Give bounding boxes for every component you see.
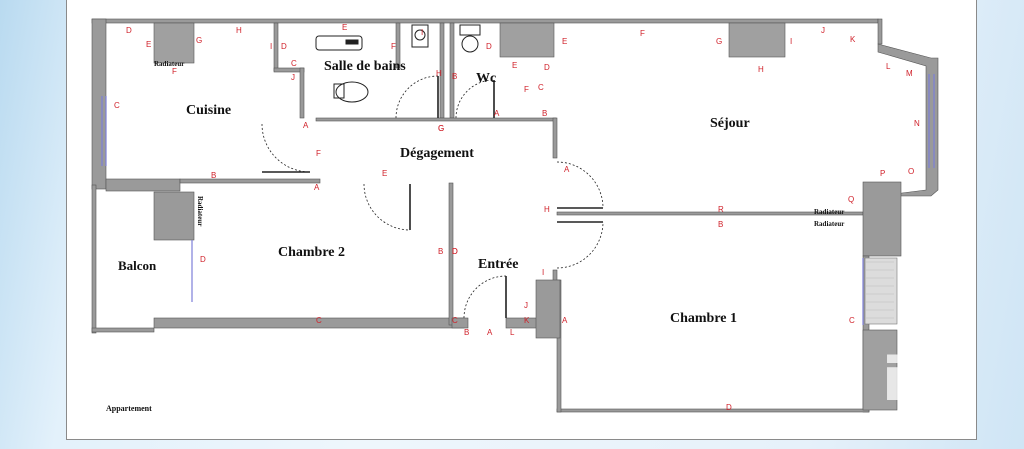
wall-markers-chambre2: B D C — [316, 247, 458, 325]
room-sejour: Séjour — [710, 116, 750, 131]
windows — [101, 74, 935, 325]
marker-sdb-e: E — [342, 23, 347, 32]
marker-entree-j: J — [524, 301, 528, 310]
marker-ch1-d: D — [726, 403, 732, 412]
radiator-label-sejour: Radiateur — [814, 208, 844, 216]
marker-deg-e: E — [382, 169, 387, 178]
plan-caption: Appartement — [106, 404, 152, 413]
marker-sdb-c: C — [291, 59, 297, 68]
room-cuisine: Cuisine — [186, 103, 231, 118]
marker-cuisine-b: B — [211, 171, 216, 180]
marker-sejour-n: N — [914, 119, 920, 128]
marker-cuisine-h: H — [236, 26, 242, 35]
marker-entree-c: C — [452, 316, 458, 325]
marker-entree-a: A — [487, 328, 493, 337]
marker-sejour-f: F — [640, 29, 645, 38]
marker-cuisine-e: E — [146, 40, 151, 49]
wall-markers-wc: D E D B F C A B G — [438, 42, 550, 133]
room-chambre1: Chambre 1 — [670, 311, 737, 326]
watermark-logo: i — [882, 345, 903, 415]
wall-markers-chambre1: B A C D — [562, 220, 855, 412]
room-salle-de-bains: Salle de bains — [324, 59, 406, 74]
marker-sejour-k: K — [850, 35, 856, 44]
radiator-labels: Radiateur Radiateur Radiateur Radiateur — [154, 60, 844, 228]
marker-sejour-j: J — [821, 26, 825, 35]
radiator-label-cuisine: Radiateur — [154, 60, 184, 68]
marker-ch1-b: B — [718, 220, 723, 229]
walls — [91, 18, 939, 413]
doors — [261, 75, 604, 319]
marker-sdb-h: H — [436, 69, 442, 78]
marker-cuisine-d: D — [126, 26, 132, 35]
marker-entree-k: K — [524, 316, 530, 325]
marker-cuisine-a: A — [303, 121, 309, 130]
marker-wc-b: B — [452, 72, 457, 81]
marker-ch2-d: D — [452, 247, 458, 256]
room-balcon: Balcon — [118, 258, 157, 273]
marker-entree-i: I — [542, 268, 544, 277]
room-wc: Wc — [476, 71, 496, 86]
marker-sejour-e: E — [562, 37, 567, 46]
marker-wc-f: F — [524, 85, 529, 94]
radiator-label-chambre2: Radiateur — [196, 196, 204, 226]
marker-entree-d: D — [452, 247, 458, 256]
hatched-wall — [864, 257, 898, 325]
marker-wc-g: G — [438, 124, 444, 133]
marker-wc-b2: B — [542, 109, 547, 118]
marker-entree-h: H — [544, 205, 550, 214]
marker-sejour-l: L — [886, 62, 891, 71]
marker-cuisine-f: F — [172, 67, 177, 76]
marker-wc-d: D — [486, 42, 492, 51]
wall-markers-cuisine: D E G H F I C B A — [114, 26, 309, 180]
wall-markers-sejour: E F G I J K H L M N O P Q R — [562, 26, 920, 214]
marker-sejour-g: G — [716, 37, 722, 46]
room-labels: Cuisine Salle de bains Wc Séjour Dégagem… — [118, 59, 750, 326]
marker-cuisine-i: I — [270, 42, 272, 51]
marker-sdb-f: F — [391, 42, 396, 51]
marker-ch1-a: A — [562, 316, 568, 325]
marker-balcon-d: D — [200, 255, 206, 264]
wall-markers-degagement: F E A G A — [314, 124, 570, 192]
marker-wc-c: C — [538, 83, 544, 92]
wall-markers-balcon: D — [200, 255, 206, 264]
marker-sdb-i: I — [421, 28, 423, 37]
marker-deg-a: A — [314, 183, 320, 192]
marker-ch1-c: C — [849, 316, 855, 325]
marker-sejour-o: O — [908, 167, 914, 176]
marker-cuisine-c: C — [114, 101, 120, 110]
marker-deg-a2: A — [564, 165, 570, 174]
fixtures — [315, 24, 481, 103]
marker-sdb-j: J — [291, 73, 295, 82]
room-chambre2: Chambre 2 — [278, 245, 345, 260]
marker-entree-b: B — [464, 328, 469, 337]
plan-sheet — [66, 0, 977, 440]
marker-sdb-d: D — [281, 42, 287, 51]
wall-markers-salle-de-bains: E D F C J H I — [281, 23, 442, 82]
door-leaves — [262, 76, 603, 318]
wall-markers-entree: D H I J K L A B C — [452, 205, 550, 337]
marker-ch2-b: B — [438, 247, 443, 256]
floor-plan: Cuisine Salle de bains Wc Séjour Dégagem… — [91, 18, 939, 413]
room-degagement: Dégagement — [400, 146, 474, 161]
marker-sejour-i: I — [790, 37, 792, 46]
marker-ch2-c: C — [316, 316, 322, 325]
room-entree: Entrée — [478, 257, 518, 272]
marker-sejour-r: R — [718, 205, 724, 214]
marker-wc-e: E — [512, 61, 517, 70]
marker-sejour-m: M — [906, 69, 913, 78]
marker-sejour-q: Q — [848, 195, 854, 204]
marker-entree-l: L — [510, 328, 515, 337]
marker-wc-a: A — [494, 109, 500, 118]
marker-cuisine-g: G — [196, 36, 202, 45]
marker-deg-g: G — [438, 124, 444, 133]
marker-sejour-h: H — [758, 65, 764, 74]
marker-wc-d2: D — [544, 63, 550, 72]
radiator-label-chambre1: Radiateur — [814, 220, 844, 228]
marker-deg-f: F — [316, 149, 321, 158]
marker-sejour-p: P — [880, 169, 885, 178]
